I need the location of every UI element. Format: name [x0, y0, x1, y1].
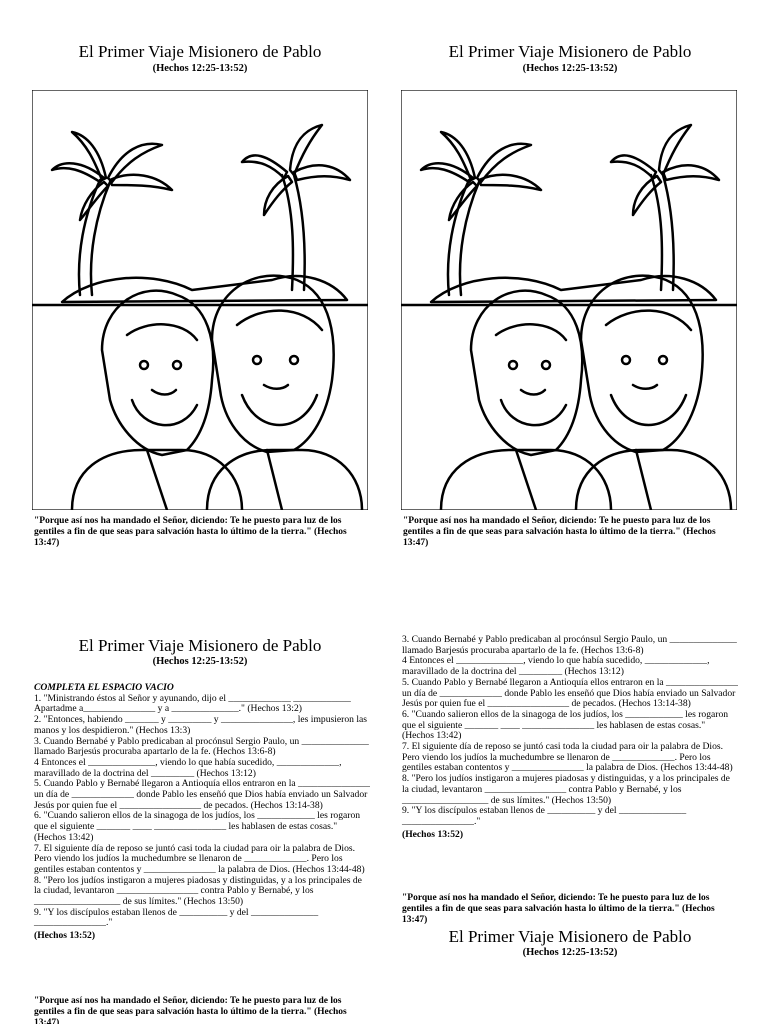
memory-verse: "Porque así nos ha mandado el Señor, dic…	[34, 516, 347, 548]
memory-verse: "Porque así nos ha mandado el Señor, dic…	[403, 516, 716, 548]
memory-verse: "Porque así nos ha mandado el Señor, dic…	[34, 996, 347, 1024]
island	[429, 274, 718, 304]
palm-tree-right	[649, 173, 675, 292]
coloring-illustration	[401, 90, 737, 510]
question-item: 8. "Pero los judíos instigaron a mujeres…	[402, 773, 730, 806]
question-item: 7. El siguiente día de reposo se juntó c…	[34, 842, 365, 875]
worksheet-questions-continued: 3. Cuando Bernabé y Pablo predicaban al …	[402, 634, 738, 840]
question-item: 5. Cuando Pablo y Bernabé llegaron a Ant…	[402, 676, 738, 710]
question-item: 1. "Ministrando éstos al Señor y ayunand…	[34, 692, 351, 715]
question-item: 9. "Y los discípulos estaban llenos de _…	[34, 906, 319, 929]
man-right	[579, 274, 704, 454]
man-right	[210, 274, 335, 454]
question-item: (Hechos 13:52)	[34, 930, 96, 942]
scripture-reference: (Hechos 12:25-13:52)	[152, 63, 248, 74]
palm-tree-left	[446, 178, 481, 297]
question-item: 6. "Cuando salieron ellos de la sinagoga…	[402, 708, 729, 742]
scripture-reference: (Hechos 12:25-13:52)	[522, 63, 618, 74]
question-item: 6. "Cuando salieron ellos de la sinagoga…	[34, 810, 361, 843]
page-title: El Primer Viaje Misionero de Pablo	[448, 42, 692, 61]
question-item: 5. Cuando Pablo y Bernabé llegaron a Ant…	[34, 778, 370, 811]
scripture-reference: (Hechos 12:25-13:52)	[152, 656, 248, 667]
question-item: 4 Entonces el ______________, viendo lo …	[402, 655, 710, 678]
question-item: 3. Cuando Bernabé y Pablo predicaban al …	[402, 634, 737, 656]
question-item: 3. Cuando Bernabé y Pablo predicaban al …	[34, 735, 369, 758]
coloring-illustration	[32, 90, 368, 510]
question-item: 4 Entonces el ______________, viendo lo …	[34, 756, 342, 779]
man-left	[100, 289, 215, 457]
question-item: 8. "Pero los judíos instigaron a mujeres…	[34, 874, 362, 908]
palm-tree-right	[280, 173, 306, 292]
palm-tree-left	[77, 178, 112, 297]
page-title: El Primer Viaje Misionero de Pablo	[78, 636, 322, 655]
memory-verse: "Porque así nos ha mandado el Señor, dic…	[402, 893, 715, 925]
island	[60, 274, 349, 304]
question-item: (Hechos 13:52)	[402, 828, 464, 840]
page-title: El Primer Viaje Misionero de Pablo	[448, 927, 692, 946]
man-left	[469, 289, 584, 457]
worksheet-heading: COMPLETA EL ESPACIO VACIO	[34, 682, 174, 693]
question-item: 7. El siguiente día de reposo se juntó c…	[402, 741, 733, 774]
worksheet-questions: COMPLETA EL ESPACIO VACIO 1. "Ministrand…	[34, 682, 370, 942]
question-item: 2. "Entonces, habiendo _______ y _______…	[34, 714, 368, 736]
page-title: El Primer Viaje Misionero de Pablo	[78, 42, 322, 61]
question-item: 9. "Y los discípulos estaban llenos de _…	[402, 805, 687, 827]
scripture-reference: (Hechos 12:25-13:52)	[522, 947, 618, 958]
